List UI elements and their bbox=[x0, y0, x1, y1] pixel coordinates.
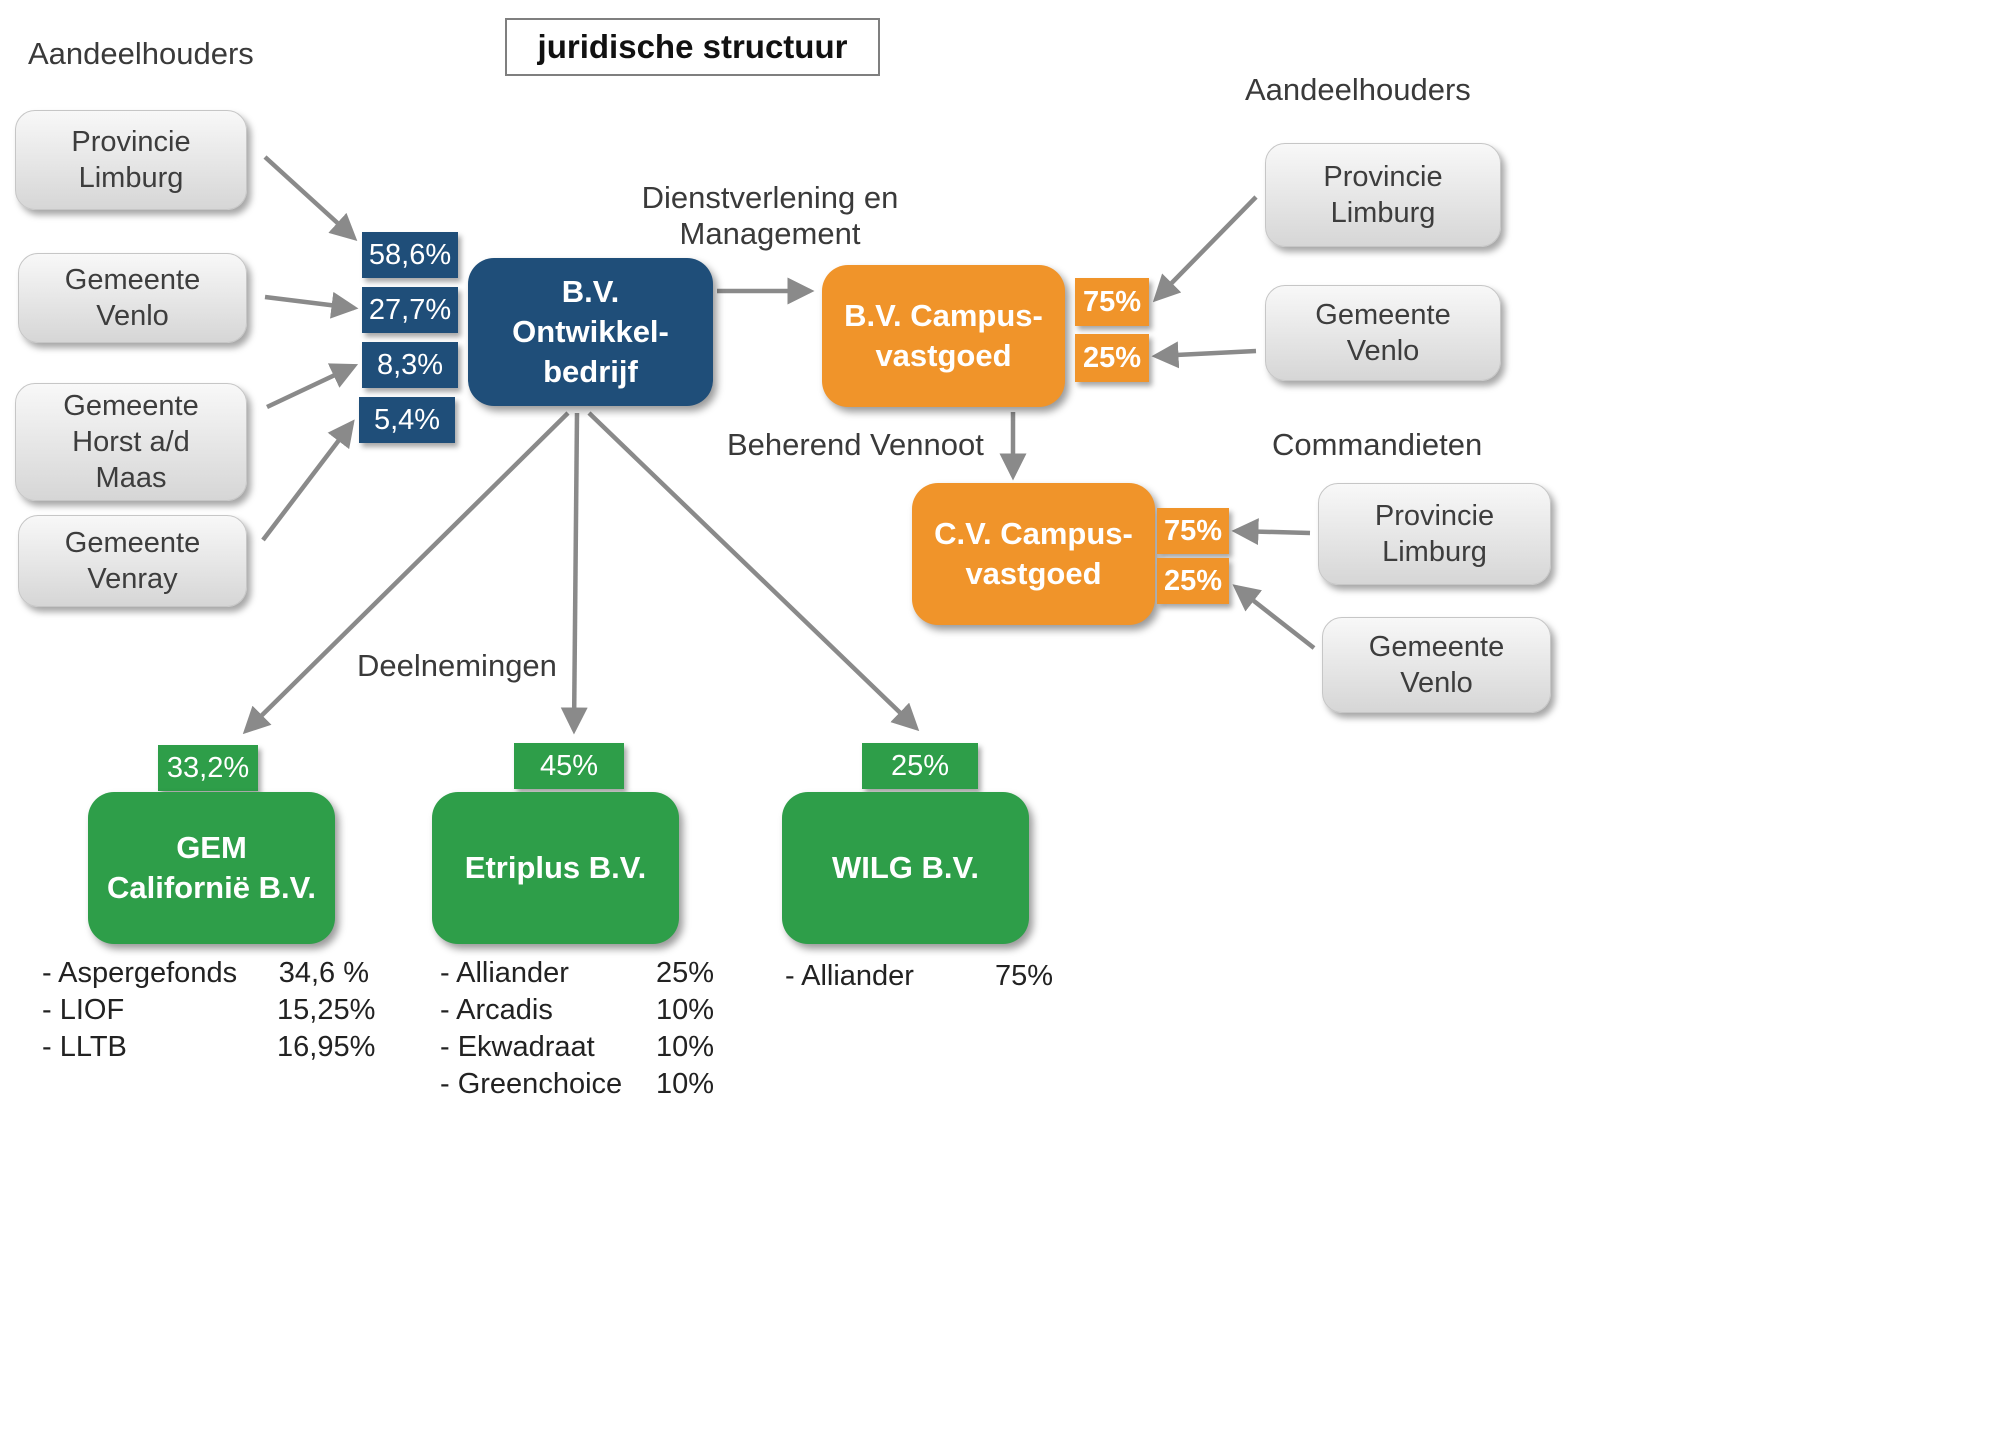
holder-name: - Greenchoice bbox=[440, 1068, 623, 1100]
chip-5-4-pct: 5,4% bbox=[359, 397, 455, 443]
box-gemeente-horst: Gemeente Horst a/d Maas bbox=[15, 383, 247, 501]
arrow-horst-to-8pct bbox=[266, 363, 359, 410]
holder-pct: 10% bbox=[655, 1031, 714, 1063]
box-cv-campusvastgoed: C.V. Campus- vastgoed bbox=[912, 483, 1155, 625]
holder-pct: 34,6 % bbox=[278, 957, 369, 989]
arrow-provincie-limburg-to-58pct bbox=[263, 155, 358, 242]
holder-row: - Aspergefonds 34,6 % bbox=[42, 955, 369, 992]
label-deelnemingen: Deelnemingen bbox=[357, 648, 557, 683]
holder-row: - LLTB 16,95% bbox=[42, 1029, 376, 1066]
label-commandieten: Commandieten bbox=[1272, 427, 1483, 462]
holder-pct: 10% bbox=[655, 1068, 714, 1100]
label-aandeelhouders-left: Aandeelhouders bbox=[28, 36, 254, 71]
page-title: juridische structuur bbox=[505, 18, 880, 76]
arrow-right-venlo-to-25pct bbox=[1151, 341, 1257, 369]
box-gemeente-venlo-right: Gemeente Venlo bbox=[1265, 285, 1501, 381]
box-wilg: WILG B.V. bbox=[782, 792, 1029, 944]
box-gem-californie: GEM Californië B.V. bbox=[88, 792, 335, 944]
box-bv-ontwikkelbedrijf: B.V. Ontwikkel- bedrijf bbox=[468, 258, 713, 406]
holder-pct: 10% bbox=[655, 994, 714, 1026]
holder-pct: 16,95% bbox=[277, 1031, 376, 1063]
box-gemeente-venlo-left: Gemeente Venlo bbox=[18, 253, 247, 343]
box-provincie-limburg-right: Provincie Limburg bbox=[1265, 143, 1501, 247]
arrow-ontwikkelbedrijf-to-etriplus bbox=[560, 412, 588, 735]
chip-gem-33-2pct: 33,2% bbox=[158, 745, 258, 791]
box-etriplus: Etriplus B.V. bbox=[432, 792, 679, 944]
box-bv-campusvastgoed: B.V. Campus- vastgoed bbox=[822, 265, 1065, 407]
arrow-cmd-venlo-to-cv25pct bbox=[1232, 584, 1316, 650]
holder-row: - Arcadis 10% bbox=[440, 992, 714, 1029]
holder-pct: 25% bbox=[655, 957, 714, 989]
chip-cv-campus-75pct: 75% bbox=[1157, 508, 1229, 554]
gem-holders-list: - Aspergefonds 34,6 % - LIOF 15,25% - LL… bbox=[42, 955, 376, 1066]
box-provincie-limburg-left: Provincie Limburg bbox=[15, 110, 247, 210]
holder-name: - Ekwadraat bbox=[440, 1031, 595, 1063]
holder-name: - LLTB bbox=[42, 1031, 127, 1063]
holder-row: - Greenchoice 10% bbox=[440, 1066, 714, 1103]
arrow-gemeente-venlo-to-27pct bbox=[264, 291, 359, 319]
chip-bv-campus-25pct: 25% bbox=[1075, 334, 1149, 382]
holder-name: - Alliander bbox=[440, 957, 569, 989]
arrow-right-provincie-to-75pct bbox=[1152, 195, 1258, 303]
wilg-holders-list: - Alliander 75% bbox=[785, 958, 1053, 995]
holder-row: - Alliander 75% bbox=[785, 958, 1053, 995]
chip-27-7-pct: 27,7% bbox=[362, 287, 458, 333]
label-beherend-vennoot: Beherend Vennoot bbox=[727, 427, 984, 462]
chip-cv-campus-25pct: 25% bbox=[1157, 558, 1229, 604]
chip-8-3-pct: 8,3% bbox=[362, 342, 458, 388]
label-aandeelhouders-right: Aandeelhouders bbox=[1245, 72, 1471, 107]
holder-name: - Alliander bbox=[785, 960, 914, 992]
holder-name: - LIOF bbox=[42, 994, 125, 1026]
box-gemeente-venray: Gemeente Venray bbox=[18, 515, 247, 607]
holder-row: - LIOF 15,25% bbox=[42, 992, 376, 1029]
chip-bv-campus-75pct: 75% bbox=[1075, 278, 1149, 326]
arrow-cmd-provincie-to-cv75pct bbox=[1231, 518, 1311, 546]
arrow-venray-to-5pct bbox=[261, 419, 355, 542]
etriplus-holders-list: - Alliander 25% - Arcadis 10% - Ekwadraa… bbox=[440, 955, 714, 1103]
holder-pct: 75% bbox=[994, 960, 1053, 992]
holder-name: - Aspergefonds bbox=[42, 957, 238, 989]
chip-58-6-pct: 58,6% bbox=[362, 232, 458, 278]
box-provincie-limburg-commandiet: Provincie Limburg bbox=[1318, 483, 1551, 585]
chip-etriplus-45pct: 45% bbox=[514, 743, 624, 789]
box-gemeente-venlo-commandiet: Gemeente Venlo bbox=[1322, 617, 1551, 713]
holder-row: - Ekwadraat 10% bbox=[440, 1029, 714, 1066]
holder-name: - Arcadis bbox=[440, 994, 553, 1026]
holder-pct: 15,25% bbox=[277, 994, 376, 1026]
label-dienstverlening-management: Dienstverlening en Management bbox=[641, 180, 899, 251]
holder-row: - Alliander 25% bbox=[440, 955, 714, 992]
chip-wilg-25pct: 25% bbox=[862, 743, 978, 789]
